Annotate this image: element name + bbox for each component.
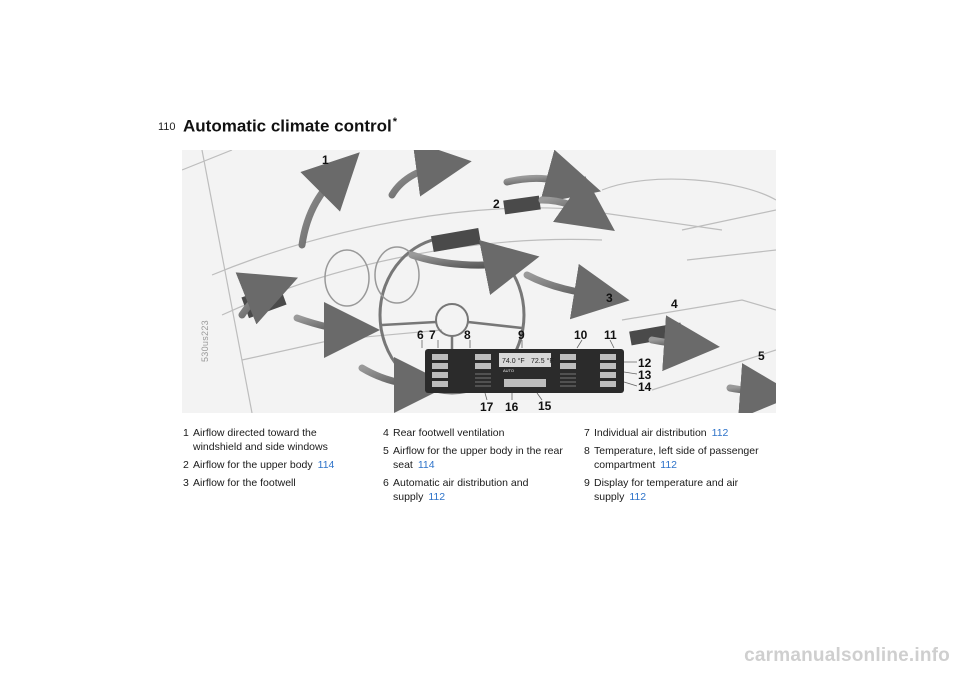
callout-10: 10: [574, 328, 588, 342]
legend-label: Rear footwell ventilation: [393, 427, 505, 439]
page-title: Automatic climate control*: [183, 116, 397, 137]
legend-label: Display for temperature and air supply: [594, 477, 739, 503]
legend-column-3: 7 Individual air distribution 112 8 Tempera…: [584, 426, 764, 508]
page-number: 110: [158, 121, 176, 133]
legend-text: Airflow for the upper body 114: [193, 458, 363, 472]
page-title-text: Automatic climate control: [183, 116, 392, 136]
callout-4: 4: [671, 297, 678, 311]
callout-1: 1: [322, 153, 329, 167]
legend-column-2: 4 Rear footwell ventilation 5 Airflow for …: [383, 426, 563, 508]
figure-code: 530us223: [200, 320, 210, 362]
legend-number: 8: [584, 445, 590, 457]
legend-number: 6: [383, 477, 389, 489]
page-reference-link[interactable]: 112: [660, 459, 678, 471]
legend-label: Temperature, left side of passenger comp…: [594, 445, 759, 471]
legend-item: 3 Airflow for the footwell: [183, 476, 363, 490]
page-reference-link[interactable]: 112: [428, 491, 446, 503]
callout-13: 13: [638, 368, 652, 382]
legend-label: Airflow for the upper body: [193, 459, 313, 471]
legend-text: Airflow for the upper body in the rear s…: [393, 444, 563, 472]
legend-text: Airflow for the footwell: [193, 476, 363, 490]
legend-number: 2: [183, 459, 189, 471]
callout-15: 15: [538, 399, 552, 413]
site-watermark: carmanualsonline.info: [744, 645, 950, 666]
legend-item: 8 Temperature, left side of passenger com…: [584, 444, 764, 472]
legend-label: Automatic air distribution and supply: [393, 477, 529, 503]
legend-number: 5: [383, 445, 389, 457]
legend-column-1: 1 Airflow directed toward the windshield …: [183, 426, 363, 494]
legend-item: 4 Rear footwell ventilation: [383, 426, 563, 440]
callout-6: 6: [417, 328, 424, 342]
legend-text: Individual air distribution 112: [594, 426, 764, 440]
legend-text: Airflow directed toward the windshield a…: [193, 426, 363, 454]
climate-control-panel: 74.0 °F 72.5 °F AUTO: [425, 349, 624, 393]
callout-12: 12: [638, 356, 652, 370]
legend-number: 7: [584, 427, 590, 439]
legend-item: 1 Airflow directed toward the windshield …: [183, 426, 363, 454]
page-reference-link[interactable]: 114: [317, 459, 335, 471]
page-reference-link[interactable]: 112: [711, 427, 729, 439]
legend-number: 1: [183, 427, 189, 439]
callout-7: 7: [429, 328, 436, 342]
display-temp-right: 72.5 °F: [531, 357, 554, 365]
callout-2: 2: [493, 197, 500, 211]
callout-lines: [421, 339, 638, 401]
legend-label: Airflow for the upper body in the rear s…: [393, 445, 563, 471]
display-temp-left: 74.0 °F: [502, 357, 525, 365]
callout-3: 3: [606, 291, 613, 305]
legend-number: 9: [584, 477, 590, 489]
legend-item: 7 Individual air distribution 112: [584, 426, 764, 440]
page-reference-link[interactable]: 112: [629, 491, 647, 503]
page-reference-link[interactable]: 114: [417, 459, 435, 471]
callout-11: 11: [604, 328, 617, 342]
callout-9: 9: [518, 328, 525, 342]
legend-number: 3: [183, 477, 189, 489]
optional-equipment-mark: *: [392, 116, 398, 128]
legend-label: Airflow for the footwell: [193, 477, 296, 489]
legend-label: Individual air distribution: [594, 427, 707, 439]
airflow-arrows: [235, 150, 776, 413]
callout-8: 8: [464, 328, 471, 342]
legend-text: Rear footwell ventilation: [393, 426, 563, 440]
legend-number: 4: [383, 427, 389, 439]
callout-14: 14: [638, 380, 652, 394]
legend-label: Airflow directed toward the windshield a…: [193, 427, 328, 453]
callout-5: 5: [758, 349, 765, 363]
legend-text: Temperature, left side of passenger comp…: [594, 444, 764, 472]
callout-17: 17: [480, 400, 494, 413]
callout-16: 16: [505, 400, 519, 413]
display-mode: AUTO: [503, 368, 514, 373]
legend-item: 2 Airflow for the upper body 114: [183, 458, 363, 472]
legend-item: 5 Airflow for the upper body in the rear …: [383, 444, 563, 472]
climate-control-illustration: 74.0 °F 72.5 °F AUTO 1: [182, 150, 776, 413]
